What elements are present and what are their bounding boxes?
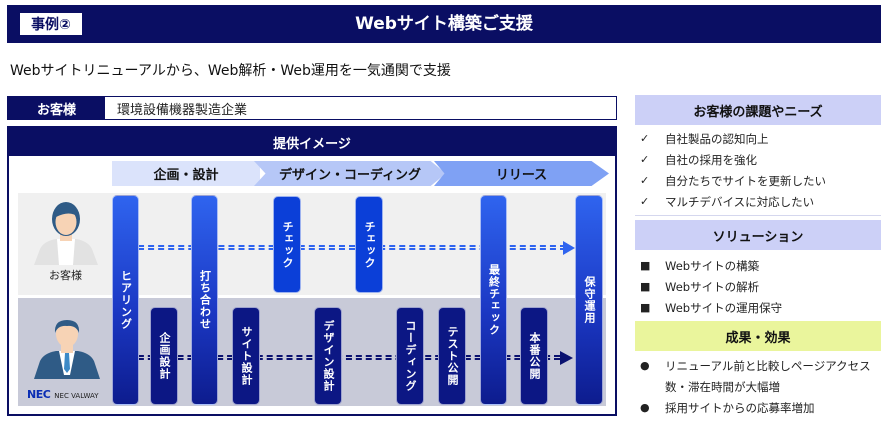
page-title: Webサイト構築ご支援 <box>355 14 533 34</box>
square-bullet-icon: ■ <box>640 280 651 293</box>
client-person-icon <box>34 202 98 265</box>
client-flow-line <box>128 245 566 250</box>
step-design: デザイン設計 <box>314 307 342 405</box>
phase-release: リリース <box>434 161 609 186</box>
needs-item: ✓自社製品の認知向上 <box>640 131 769 146</box>
customer-label: お客様 <box>8 97 105 119</box>
solution-item: ■Webサイトの運用保守 <box>640 300 783 315</box>
divider <box>635 215 881 216</box>
solution-header: ソリューション <box>635 220 881 250</box>
square-bullet-icon: ■ <box>640 259 651 272</box>
nec-logo-mark: NEC <box>27 388 51 401</box>
lane-client <box>18 193 606 295</box>
step-production-release: 本番公開 <box>520 307 548 405</box>
results-item: ●採用サイトからの応募率増加 <box>640 400 815 415</box>
step-meeting: 打ち合わせ <box>191 195 218 405</box>
check-icon: ✓ <box>640 153 650 166</box>
step-check-2: チェック <box>355 196 383 293</box>
step-test-release: テスト公開 <box>438 307 466 405</box>
step-coding: コーディング <box>396 307 424 405</box>
square-bullet-icon: ■ <box>640 301 651 314</box>
needs-header: お客様の課題やニーズ <box>635 95 881 125</box>
results-list: ●リニューアル前と比較しページアクセス 数・滞在時間が大幅増 ●採用サイトからの… <box>640 355 885 418</box>
customer-row: お客様 環境設備機器製造企業 <box>7 96 617 120</box>
step-planning: 企画設計 <box>150 307 178 405</box>
title-bar: 事例② Webサイト構築ご支援 <box>7 5 881 43</box>
results-item: ●リニューアル前と比較しページアクセス <box>640 358 871 373</box>
nec-flow-arrow-icon <box>560 351 573 365</box>
nec-valway-logo: NEC NEC VALWAY <box>27 388 99 401</box>
solution-item: ■Webサイトの構築 <box>640 258 760 273</box>
solution-list: ■Webサイトの構築 ■Webサイトの解析 ■Webサイトの運用保守 <box>640 255 885 318</box>
results-item-continued: 数・滞在時間が大幅増 <box>665 379 780 394</box>
check-icon: ✓ <box>640 174 650 187</box>
check-icon: ✓ <box>640 195 650 208</box>
phase-planning: 企画・設計 <box>112 161 260 186</box>
results-header: 成果・効果 <box>635 321 881 351</box>
needs-list: ✓自社製品の認知向上 ✓自社の採用を強化 ✓自分たちでサイトを更新したい ✓マル… <box>640 128 885 212</box>
subtitle: Webサイトリニューアルから、Web解析・Web運用を一気通関で支援 <box>10 63 451 79</box>
service-image-title: 提供イメージ <box>9 128 615 156</box>
needs-item: ✓自分たちでサイトを更新したい <box>640 173 826 188</box>
customer-value: 環境設備機器製造企業 <box>105 97 616 119</box>
step-site-design: サイト設計 <box>232 307 260 405</box>
client-flow-arrow-icon <box>563 241 575 255</box>
step-hearing: ヒアリング <box>112 195 139 405</box>
nec-flow-line <box>128 355 560 360</box>
step-check-1: チェック <box>273 196 301 293</box>
dot-bullet-icon: ● <box>640 401 650 414</box>
step-maintenance: 保守運用 <box>575 195 603 405</box>
needs-item: ✓自社の採用を強化 <box>640 152 757 167</box>
nec-staff-person-icon <box>34 320 100 379</box>
lane-nec <box>18 298 606 406</box>
solution-item: ■Webサイトの解析 <box>640 279 760 294</box>
step-final-check: 最終チェック <box>480 195 507 405</box>
needs-item: ✓マルチデバイスに対応したい <box>640 194 815 209</box>
nec-company-name: NEC VALWAY <box>54 392 99 400</box>
phase-design-coding: デザイン・コーディング <box>254 161 446 186</box>
dot-bullet-icon: ● <box>640 359 650 372</box>
check-icon: ✓ <box>640 132 650 145</box>
case-tag: 事例② <box>20 13 82 35</box>
client-lane-label: お客様 <box>49 269 82 282</box>
